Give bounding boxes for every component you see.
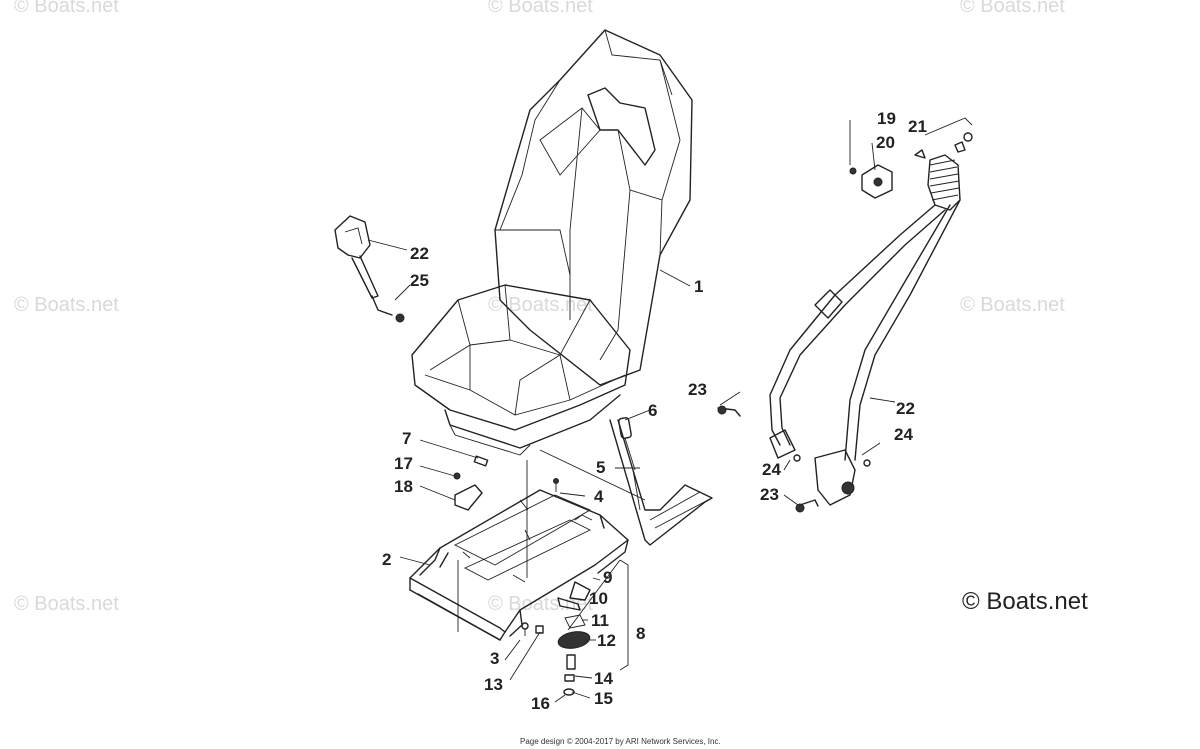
callout-labels: 1 2 3 4 5 6 7 8 9 10 11 12 13 14 15 16 1… <box>382 109 927 713</box>
callout-2: 2 <box>382 550 391 569</box>
callout-16: 16 <box>531 694 550 713</box>
watermark: © Boats.net <box>14 294 119 316</box>
watermark: © Boats.net <box>488 593 593 615</box>
callout-10: 10 <box>589 589 608 608</box>
callout-14: 14 <box>594 669 613 688</box>
hardware-drawing <box>453 455 559 636</box>
watermark: © Boats.net <box>960 294 1065 316</box>
brand-label: © Boats.net <box>962 588 1088 615</box>
callout-24: 24 <box>894 425 913 444</box>
callout-21: 21 <box>908 117 927 136</box>
retractor-seatbelt-drawing <box>717 132 973 513</box>
callout-17: 17 <box>394 454 413 473</box>
watermark: © Boats.net <box>14 593 119 615</box>
watermark: © Boats.net <box>960 0 1065 17</box>
callout-24: 24 <box>762 460 781 479</box>
callout-20: 20 <box>876 133 895 152</box>
watermark: © Boats.net <box>488 294 593 316</box>
callout-23: 23 <box>688 380 707 399</box>
watermark-group: © Boats.net © Boats.net © Boats.net © Bo… <box>14 0 1065 615</box>
latch-parts-drawing <box>535 559 629 696</box>
watermark: © Boats.net <box>14 0 119 17</box>
leader-lines <box>367 117 973 703</box>
seatbelt-buckle-drawing <box>334 215 405 323</box>
footer-copyright: Page design © 2004-2017 by ARI Network S… <box>520 737 721 746</box>
callout-19: 19 <box>877 109 896 128</box>
callout-12: 12 <box>597 631 616 650</box>
callout-7: 7 <box>402 429 411 448</box>
callout-22: 22 <box>410 244 429 263</box>
callout-18: 18 <box>394 477 413 496</box>
callout-23: 23 <box>760 485 779 504</box>
seat-back-drawing <box>494 29 693 386</box>
callout-11: 11 <box>591 611 609 630</box>
callout-3: 3 <box>490 649 499 668</box>
callout-6: 6 <box>648 401 657 420</box>
callout-25: 25 <box>410 271 429 290</box>
callout-13: 13 <box>484 675 503 694</box>
watermark: © Boats.net <box>488 0 593 17</box>
callout-4: 4 <box>594 487 604 506</box>
callout-15: 15 <box>594 689 613 708</box>
slider-bracket-drawing <box>539 417 713 546</box>
callout-22: 22 <box>896 399 915 418</box>
seat-cushion-drawing <box>411 284 631 456</box>
seat-frame-drawing <box>409 460 629 641</box>
callout-8: 8 <box>636 624 645 643</box>
callout-1: 1 <box>694 277 703 296</box>
callout-5: 5 <box>596 458 605 477</box>
callout-9: 9 <box>603 568 612 587</box>
